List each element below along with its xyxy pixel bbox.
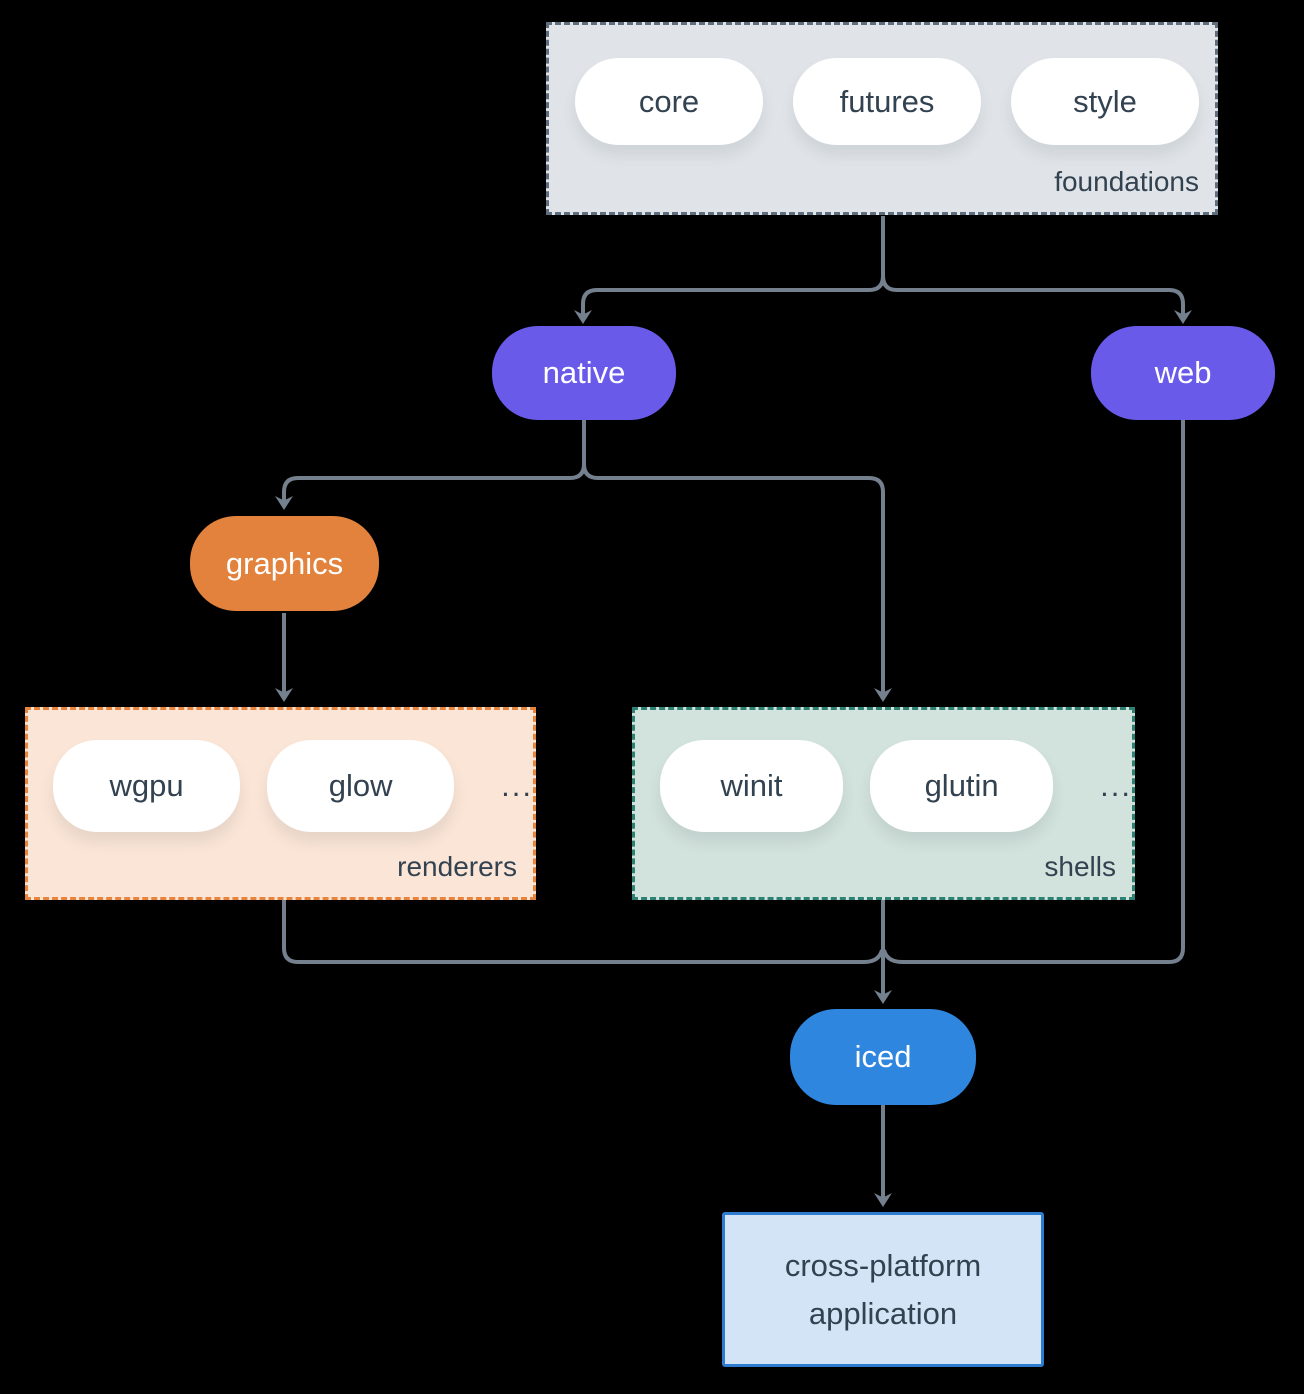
arrowhead-native [574,310,592,324]
arrowhead-application [874,1193,892,1207]
shells-ellipsis: ... [1100,768,1132,803]
node-cross-platform-application: cross-platform application [722,1212,1044,1367]
arrowhead-renderers [275,688,293,702]
arrowhead-graphics [275,496,293,510]
arrowhead-shells [874,688,892,702]
group-shells: winit glutin ... shells [632,707,1135,900]
edge-web-to-iced [882,420,1185,964]
node-native: native [492,326,676,420]
edge-native-to-graphics [282,420,586,504]
renderers-pill-row: wgpu glow ... [28,710,533,832]
node-glow: glow [267,740,455,832]
edge-foundations-to-native [581,216,885,318]
shells-label: shells [1044,851,1116,882]
node-iced: iced [790,1009,976,1105]
group-foundations: core futures style foundations [546,22,1218,215]
shells-pill-row: winit glutin ... [635,710,1132,832]
arrowhead-iced [874,990,892,1004]
renderers-label: renderers [397,851,517,882]
node-futures: futures [793,58,981,145]
node-winit: winit [660,740,844,832]
node-glutin: glutin [870,740,1054,832]
group-renderers: wgpu glow ... renderers [25,707,536,900]
foundations-label: foundations [1054,166,1199,197]
node-graphics: graphics [190,516,379,611]
edge-renderers-to-iced [282,900,884,964]
arrowhead-web [1174,310,1192,324]
node-style: style [1011,58,1199,145]
edge-native-to-shells [582,463,885,696]
edge-foundations-to-web [881,275,1185,318]
node-web: web [1091,326,1275,420]
renderers-ellipsis: ... [501,768,533,803]
node-core: core [575,58,763,145]
node-wgpu: wgpu [53,740,241,832]
foundations-pill-row: core futures style [549,25,1215,145]
